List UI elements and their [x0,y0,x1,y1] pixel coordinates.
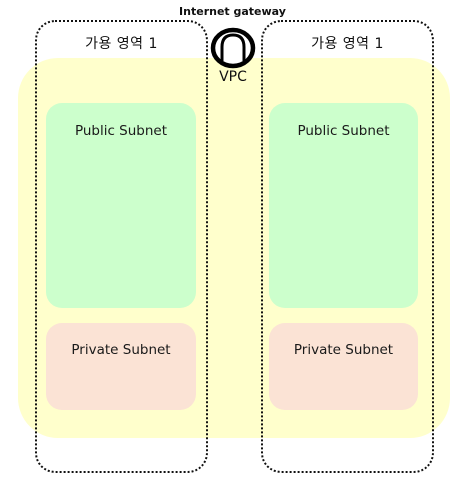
availability-zone-right-label: 가용 영역 1 [311,36,384,52]
public-subnet-left-label: Public Subnet [74,123,168,139]
availability-zone-right: 가용 영역 1 [261,20,434,473]
availability-zone-left: 가용 영역 1 [35,20,208,473]
public-subnet-left: Public Subnet [46,103,196,308]
private-subnet-right-label: Private Subnet [293,342,394,358]
internet-gateway-label: Internet gateway [179,5,286,18]
gateway-arch-icon [210,27,256,69]
private-subnet-right: Private Subnet [269,323,418,410]
availability-zone-left-label: 가용 영역 1 [85,36,158,52]
public-subnet-right: Public Subnet [269,103,418,308]
public-subnet-right-label: Public Subnet [297,123,390,139]
private-subnet-left: Private Subnet [46,323,196,410]
vpc-label: VPC [219,69,247,85]
private-subnet-left-label: Private Subnet [71,342,171,358]
